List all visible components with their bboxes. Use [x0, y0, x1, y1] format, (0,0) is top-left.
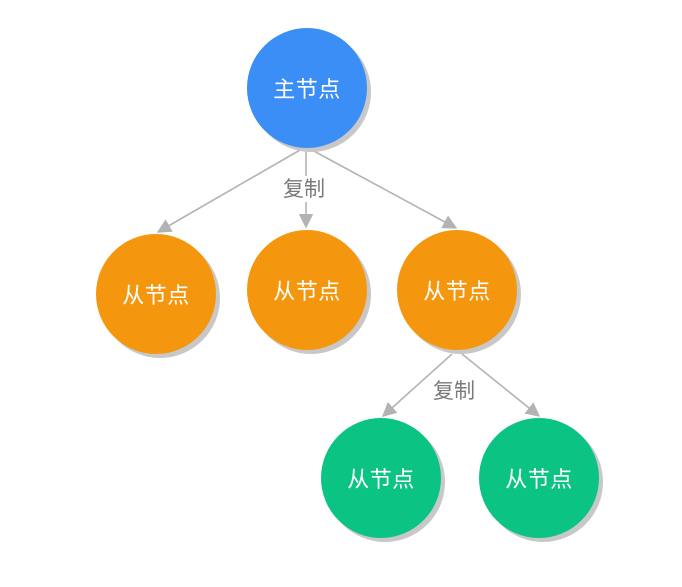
edge-replica-3-sub-1	[381, 353, 453, 417]
edge-master-replica-3	[311, 149, 458, 229]
sub-replica-node-1: 从节点	[321, 418, 441, 538]
sub-replica-node-2: 从节点	[479, 418, 599, 538]
replica-node-2: 从节点	[247, 230, 367, 350]
master-node: 主节点	[247, 28, 367, 148]
edge-master-replica-1	[156, 149, 301, 233]
edge-label-replica-replication: 复制	[431, 378, 477, 404]
edge-replica-3-sub-2	[461, 353, 541, 417]
replica-node-1: 从节点	[96, 234, 216, 354]
replica-node-3: 从节点	[397, 230, 517, 350]
edge-label-master-replication: 复制	[281, 176, 327, 202]
